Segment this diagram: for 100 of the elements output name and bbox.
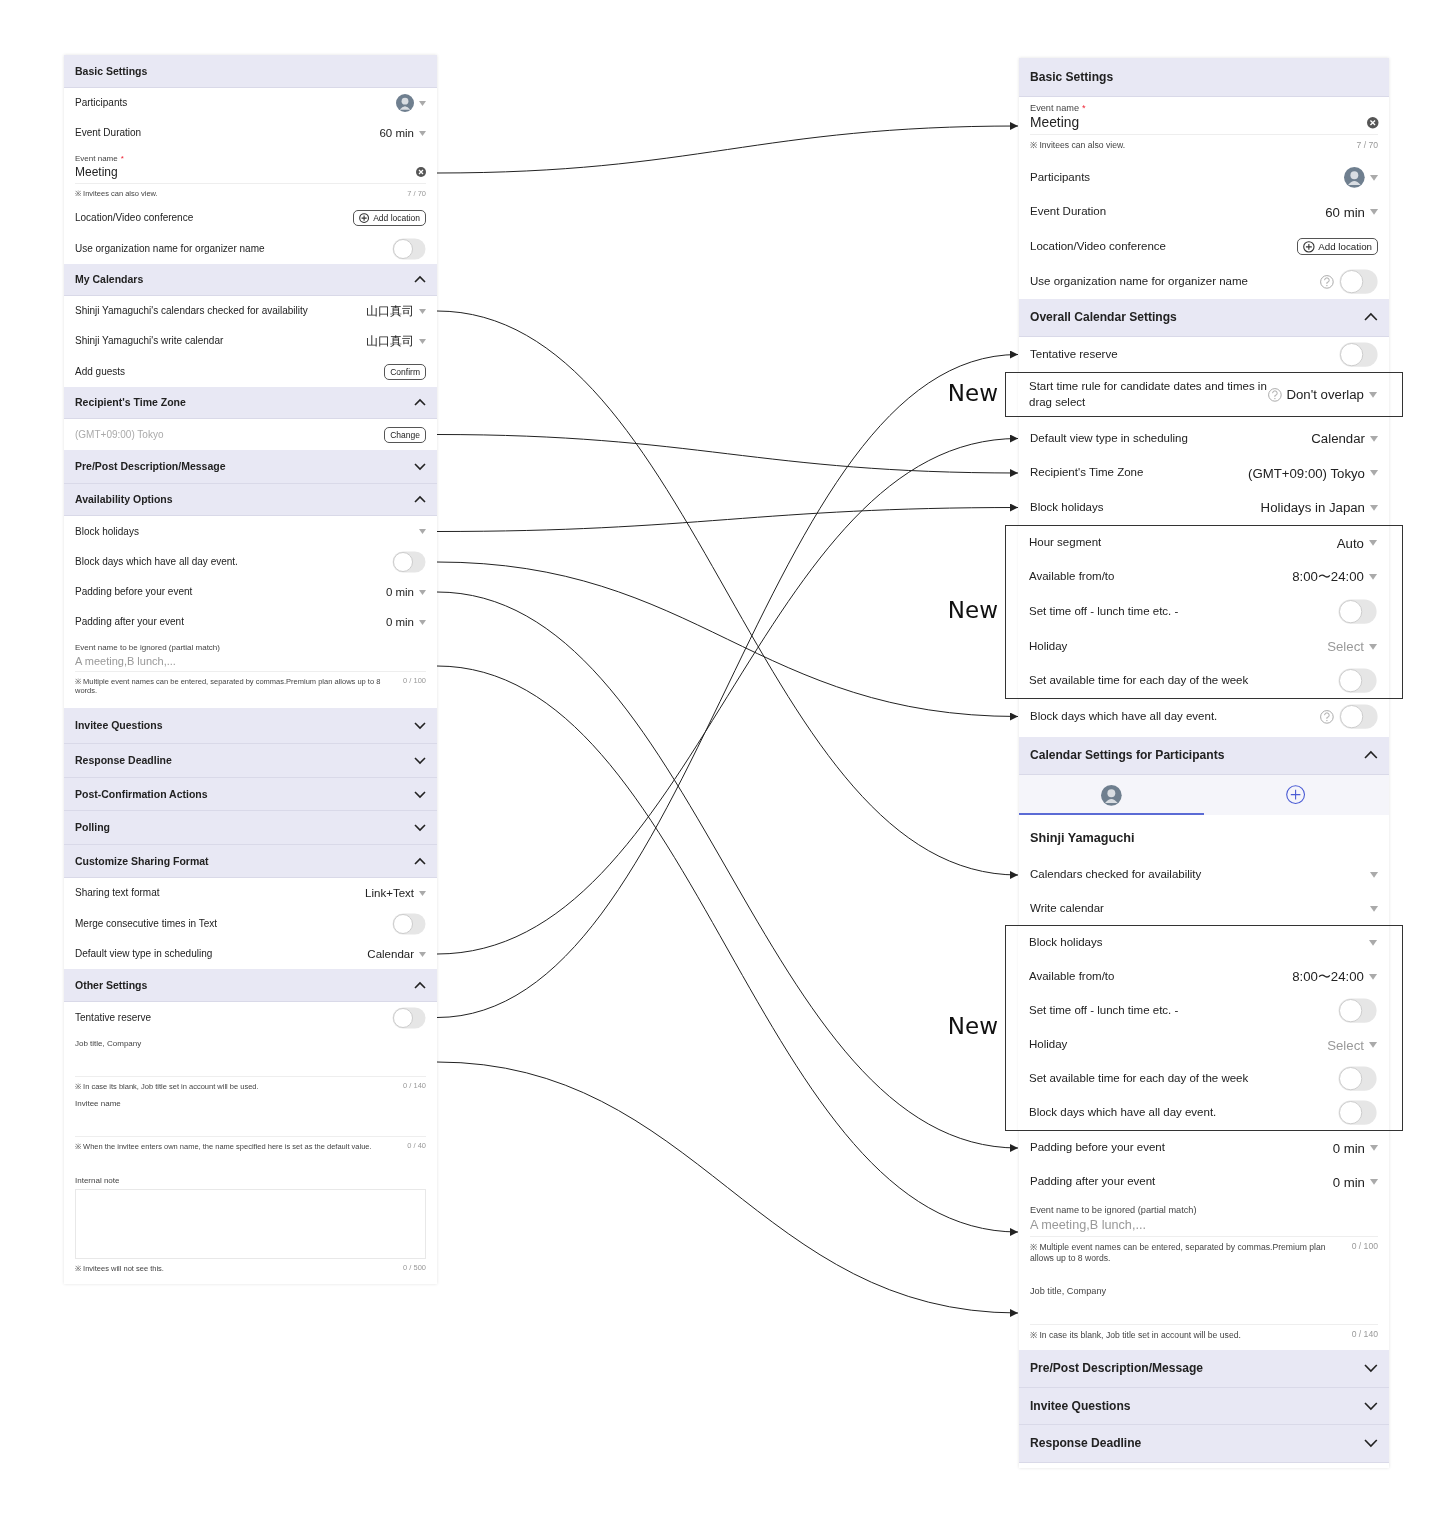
setting-label: Holiday [1029,1037,1069,1053]
setting-label: Event Duration [75,126,143,140]
section-title: Other Settings [75,977,149,993]
setting-row [1019,892,1389,926]
section-title: Overall Calendar Settings [1030,309,1178,326]
setting-value: 山口真司 [366,303,414,319]
setting-row [64,88,437,118]
setting-value: Link+Text [365,887,414,899]
section-header [1019,299,1389,337]
connector-arrow [436,1061,1019,1317]
setting-value: Select [1327,1037,1364,1053]
section-title: Invitee Questions [75,718,164,733]
section-title: Basic Settings [75,63,149,79]
section-header [1019,58,1389,97]
button: Confirm [384,363,426,380]
setting-value: 0 min [1332,1174,1365,1190]
section-title: My Calendars [75,272,145,287]
setting-label: Padding before your event [1030,1140,1166,1156]
section-title: Availability Options [75,492,174,507]
setting-row [64,296,437,326]
setting-row [1019,699,1389,734]
highlight-frame [1005,525,1403,699]
setting-value: 0 min [1332,1140,1365,1156]
section-header [64,484,437,516]
setting-value: 山口真司 [366,333,414,349]
connector-arrow [436,310,1019,878]
field-label: Event name [75,154,118,163]
participant-name: Shinji Yamaguchi [1030,830,1136,848]
setting-row [1019,1280,1389,1348]
setting-row [64,356,437,387]
setting-label: Padding after your event [75,615,185,629]
setting-label: Available from/to [1029,569,1116,585]
setting-label: Set available time for each day of the week [1029,1071,1250,1087]
setting-label: Location/Video conference [75,211,195,225]
section-title: Response Deadline [1030,1435,1143,1452]
setting-value: Select [1327,639,1364,654]
section-header [1019,1388,1389,1425]
hint-text: ※ Invitees can also view. [1030,139,1126,151]
setting-row [1019,97,1389,159]
field-label: Event name to be ignored (partial match) [1030,1205,1198,1215]
setting-row [1019,1131,1389,1165]
field-label: Invitee name [75,1099,122,1108]
button: Add location [353,209,426,227]
field-label: Job title, Company [1030,1286,1108,1296]
setting-label: (GMT+09:00) Tokyo [75,427,165,442]
setting-value: Holidays in Japan [1260,500,1365,515]
character-counter: 7 / 70 [1356,140,1378,150]
setting-label: Merge consecutive times in Text [75,916,219,931]
section-title: Recipient's Time Zone [75,395,187,410]
setting-label: Set available time for each day of the week [1029,673,1250,689]
setting-label: Default view type in scheduling [1030,430,1189,446]
setting-value: Calendar [367,948,414,960]
setting-value: 8:00〜24:00 [1292,568,1364,586]
section-header [64,450,437,484]
setting-row [1019,490,1389,525]
input-field: Meeting [1030,113,1378,135]
field-label: Event name to be ignored (partial match) [75,643,221,652]
setting-row [1019,337,1389,372]
section-title: Pre/Post Description/Message [1030,1360,1204,1377]
setting-value: Calendar [1311,431,1365,446]
setting-label: Write calendar [1030,901,1105,917]
section-header [64,778,437,811]
connector-arrow [436,435,1019,955]
input-field: A meeting,B lunch,... [75,652,426,672]
setting-value: Don't overlap [1286,387,1364,402]
section-title: Invitee Questions [1030,1397,1132,1415]
setting-label: Set time off - lunch time etc. - [1029,1003,1180,1019]
setting-label: Block days which have all day event. [1030,708,1219,724]
setting-label: Block holidays [1030,499,1105,515]
setting-label: Participants [1030,169,1092,185]
field-label: Internal note [75,1176,121,1185]
section-header [1019,737,1389,775]
setting-label: Block days which have all day event. [75,555,239,569]
setting-label: Use organization name for organizer name [75,241,266,256]
setting-label: Padding before your event [75,585,194,599]
setting-row [64,637,437,708]
section-header [64,845,437,878]
section-header [64,264,437,296]
connector-arrow [436,591,1019,1151]
section-header [64,811,437,845]
character-counter: 0 / 100 [1351,1241,1378,1251]
setting-label: Recipient's Time Zone [1030,465,1145,481]
section-title: Customize Sharing Format [75,853,210,869]
setting-label: Hour segment [1029,535,1103,551]
connector-arrow [436,122,1019,174]
field-label: Event name [1030,103,1080,113]
setting-value: Auto [1336,535,1364,551]
setting-value: 0 min [385,616,414,628]
setting-value: (GMT+09:00) Tokyo [1248,465,1365,481]
section-title: Pre/Post Description/Message [75,459,227,474]
section-header [1019,1425,1389,1463]
setting-value: 8:00〜24:00 [1292,968,1364,986]
setting-row [64,233,437,264]
highlight-frame [1005,925,1403,1131]
connector-arrow [436,665,1019,1235]
setting-label: Location/Video conference [1030,238,1167,254]
section-title: Response Deadline [75,753,173,768]
setting-label: Block days which have all day event. [1029,1105,1218,1121]
setting-value: 60 min [379,127,414,139]
required-mark: * [1082,103,1086,113]
